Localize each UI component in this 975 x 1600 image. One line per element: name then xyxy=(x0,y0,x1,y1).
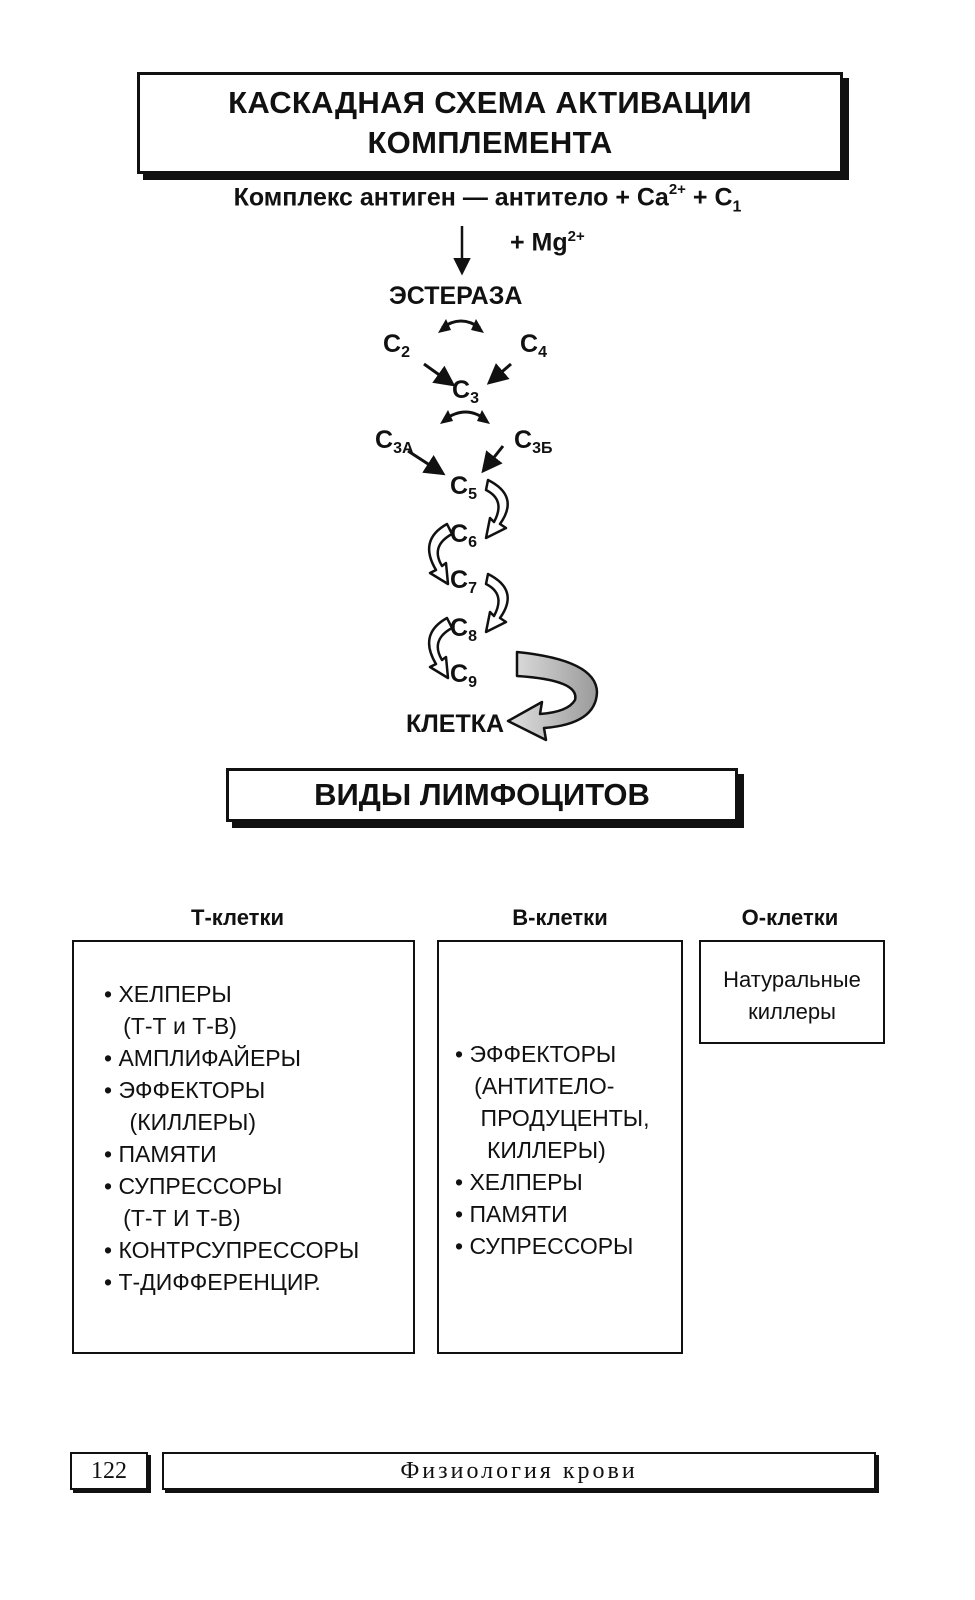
t-cells-list: • ХЕЛПЕРЫ (Т-Т и Т-В) • АМПЛИФАЙЕРЫ • ЭФ… xyxy=(74,942,413,1298)
page-title-box: КАСКАДНАЯ СХЕМА АКТИВАЦИИ КОМПЛЕМЕНТА xyxy=(137,72,843,174)
arrow-c3b-c5 xyxy=(481,445,505,474)
b-cells-box: • ЭФФЕКТОРЫ (АНТИТЕЛО- ПРОДУЦЕНТЫ, КИЛЛЕ… xyxy=(437,940,683,1354)
o-cells-heading: О-клетки xyxy=(741,905,839,930)
c7-label: C7 xyxy=(450,566,477,603)
c8-label: C8 xyxy=(450,614,477,651)
c3a-sub: 3A xyxy=(393,440,414,457)
c9-letter: C xyxy=(450,660,469,688)
list-item: • ПАМЯТИ xyxy=(104,1141,217,1167)
list-item: • ПАМЯТИ xyxy=(455,1201,568,1227)
page-title-line-2: КОМПЛЕМЕНТА xyxy=(367,125,613,160)
curved-arrow-c7-c8 xyxy=(484,572,509,634)
list-item: • СУПРЕССОРЫ xyxy=(104,1173,283,1199)
c6-sub: 6 xyxy=(468,534,477,551)
c3-letter: C xyxy=(452,376,471,404)
c5-label: C5 xyxy=(450,472,477,509)
c3b-sub: 3Б xyxy=(532,440,553,457)
lymphocytes-title-box: ВИДЫ ЛИМФОЦИТОВ xyxy=(226,768,738,822)
list-item: КИЛЛЕРЫ) xyxy=(455,1137,606,1163)
c3b-label: C3Б xyxy=(514,426,552,463)
curved-arrow-c5-c6 xyxy=(484,478,509,540)
page-title-line-1: КАСКАДНАЯ СХЕМА АКТИВАЦИИ xyxy=(228,85,752,120)
arrow-c2-c3 xyxy=(423,362,456,387)
lymphocytes-title: ВИДЫ ЛИМФОЦИТОВ xyxy=(314,777,650,812)
c2-letter: C xyxy=(383,330,402,358)
curved-arrow-c8-c9 xyxy=(427,616,454,680)
c3-sub: 3 xyxy=(470,390,479,407)
list-item: • ХЕЛПЕРЫ xyxy=(104,981,232,1007)
c3-label: C3 xyxy=(452,376,479,413)
formula-complex-text: Комплекс антиген — антитело + Ca xyxy=(233,183,669,212)
c7-sub: 7 xyxy=(468,580,477,597)
o-cells-line-1: Натуральные xyxy=(723,967,861,992)
c4-sub: 4 xyxy=(538,344,547,361)
t-cells-heading: Т-клетки xyxy=(191,905,284,930)
arrow-c4-c3 xyxy=(486,362,512,385)
c2-sub: 2 xyxy=(401,344,410,361)
c9-sub: 9 xyxy=(468,674,477,691)
formula-ca-charge: 2+ xyxy=(668,181,686,198)
cell-label: КЛЕТКА xyxy=(406,710,505,738)
c8-letter: C xyxy=(450,614,469,642)
c4-label: C4 xyxy=(520,330,547,367)
list-item: ПРОДУЦЕНТЫ, xyxy=(455,1105,650,1131)
list-item: • КОНТРСУПРЕССОРЫ xyxy=(104,1237,360,1263)
formula-mg-text: + Mg xyxy=(510,228,568,257)
cascade-arrows xyxy=(407,226,599,742)
c7-letter: C xyxy=(450,566,469,594)
list-item: (Т-Т И Т-В) xyxy=(104,1205,241,1231)
b-cells-heading: В-клетки xyxy=(512,905,608,930)
formula-mg: + Mg2+ xyxy=(510,228,585,257)
c5-sub: 5 xyxy=(468,486,477,503)
o-cells-box: Натуральные киллеры xyxy=(699,940,885,1044)
c3b-letter: C xyxy=(514,426,533,454)
list-item: (КИЛЛЕРЫ) xyxy=(104,1109,257,1135)
list-item: • АМПЛИФАЙЕРЫ xyxy=(104,1045,301,1071)
list-item: • СУПРЕССОРЫ xyxy=(455,1233,634,1259)
o-cells-line-2: киллеры xyxy=(748,999,836,1024)
page-number: 122 xyxy=(70,1452,148,1490)
c4-letter: C xyxy=(520,330,539,358)
cascade-formula: Комплекс антиген — антитело + Ca2+ + C1 xyxy=(0,181,975,216)
list-item: (Т-Т и Т-В) xyxy=(104,1013,237,1039)
arrow-c3a-c5 xyxy=(407,449,446,476)
c6-letter: C xyxy=(450,520,469,548)
c6-label: C6 xyxy=(450,520,477,557)
c5-letter: C xyxy=(450,472,469,500)
formula-mg-charge: 2+ xyxy=(567,228,585,245)
c3a-letter: C xyxy=(375,426,394,454)
esterase-label: ЭСТЕРАЗА xyxy=(389,282,523,310)
c8-sub: 8 xyxy=(468,628,477,645)
formula-c1-text: + C xyxy=(685,183,733,212)
c3a-label: C3A xyxy=(375,426,414,463)
section-title: Физиология крови xyxy=(162,1452,876,1490)
c2-label: C2 xyxy=(383,330,410,367)
formula-c1-sub: 1 xyxy=(732,198,742,216)
list-item: • ХЕЛПЕРЫ xyxy=(455,1169,583,1195)
t-cells-box: • ХЕЛПЕРЫ (Т-Т и Т-В) • АМПЛИФАЙЕРЫ • ЭФ… xyxy=(72,940,415,1354)
list-item: • ЭФФЕКТОРЫ xyxy=(104,1077,266,1103)
curved-arrow-c6-c7 xyxy=(427,522,454,586)
list-item: (АНТИТЕЛО- xyxy=(455,1073,615,1099)
list-item: • ЭФФЕКТОРЫ xyxy=(455,1041,617,1067)
c9-label: C9 xyxy=(450,660,477,697)
big-arrow-c9-to-cell xyxy=(506,650,599,742)
b-cells-list: • ЭФФЕКТОРЫ (АНТИТЕЛО- ПРОДУЦЕНТЫ, КИЛЛЕ… xyxy=(439,942,681,1262)
list-item: • Т-ДИФФЕРЕНЦИР. xyxy=(104,1269,321,1295)
